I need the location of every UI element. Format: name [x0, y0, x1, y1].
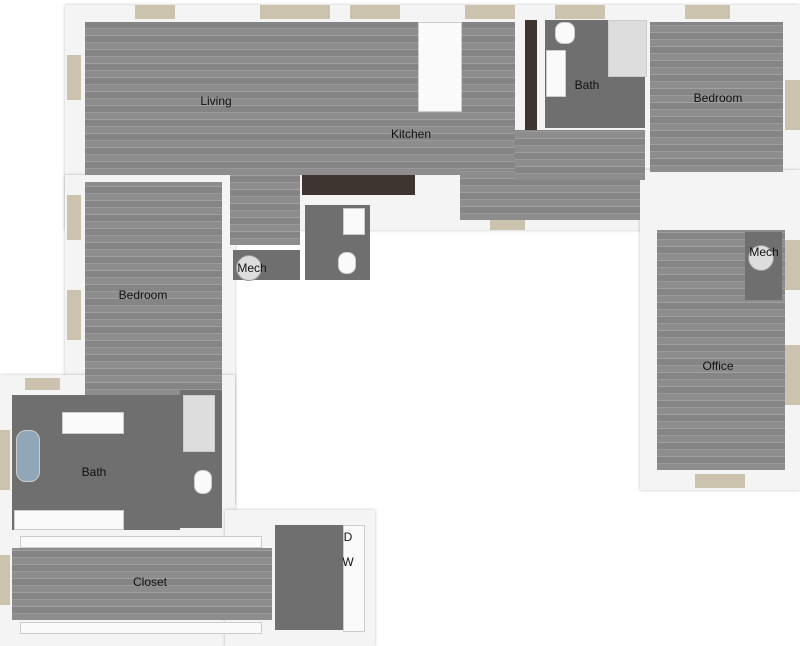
laundry-floor	[275, 525, 343, 630]
room-label-living: Living	[200, 94, 232, 108]
sink	[343, 208, 365, 235]
closet-shelf	[20, 622, 262, 634]
water-heater	[748, 245, 774, 271]
corridor-floor	[515, 130, 645, 180]
window	[490, 220, 525, 230]
laundry-counter	[343, 525, 365, 632]
window	[465, 5, 515, 19]
room-label-bath-left: Bath	[81, 465, 107, 479]
washer-label: W	[342, 555, 354, 569]
window	[695, 474, 745, 488]
window	[785, 345, 800, 405]
kitchen-counter	[302, 175, 415, 195]
window	[260, 5, 330, 19]
room-label-bedroom-left: Bedroom	[118, 288, 168, 302]
window	[685, 5, 730, 19]
closet-floor	[12, 548, 272, 620]
room-label-bath-top: Bath	[574, 78, 600, 92]
window	[67, 55, 81, 100]
bath-counter	[62, 412, 124, 434]
bedroom-right-floor	[650, 22, 783, 172]
window	[785, 240, 800, 290]
shower	[608, 20, 647, 77]
bathtub	[16, 430, 40, 482]
kitchen-island	[418, 22, 462, 112]
window	[0, 555, 10, 605]
toilet	[338, 252, 356, 274]
window	[135, 5, 175, 19]
toilet	[194, 470, 212, 494]
hall-floor	[230, 170, 300, 245]
toilet	[555, 22, 575, 44]
bath-vanity	[14, 510, 124, 530]
water-heater	[236, 255, 262, 281]
window	[350, 5, 400, 19]
bedroom-left-floor	[85, 182, 222, 410]
window	[555, 5, 605, 19]
closet-shelf	[20, 536, 262, 548]
kitchen-cabinet	[525, 20, 537, 130]
window	[25, 378, 60, 390]
room-label-closet: Closet	[132, 575, 168, 589]
room-label-office: Office	[702, 359, 734, 373]
room-label-kitchen: Kitchen	[390, 127, 432, 141]
window	[785, 80, 800, 130]
room-label-bedroom-right: Bedroom	[693, 91, 743, 105]
window	[0, 430, 10, 490]
room-label-mech-right: Mech	[749, 245, 779, 259]
vanity	[546, 50, 566, 97]
shower-small	[183, 395, 215, 452]
dryer-label: D	[343, 530, 353, 544]
window	[67, 195, 81, 240]
window	[67, 290, 81, 340]
room-label-mech-left: Mech	[237, 261, 267, 275]
